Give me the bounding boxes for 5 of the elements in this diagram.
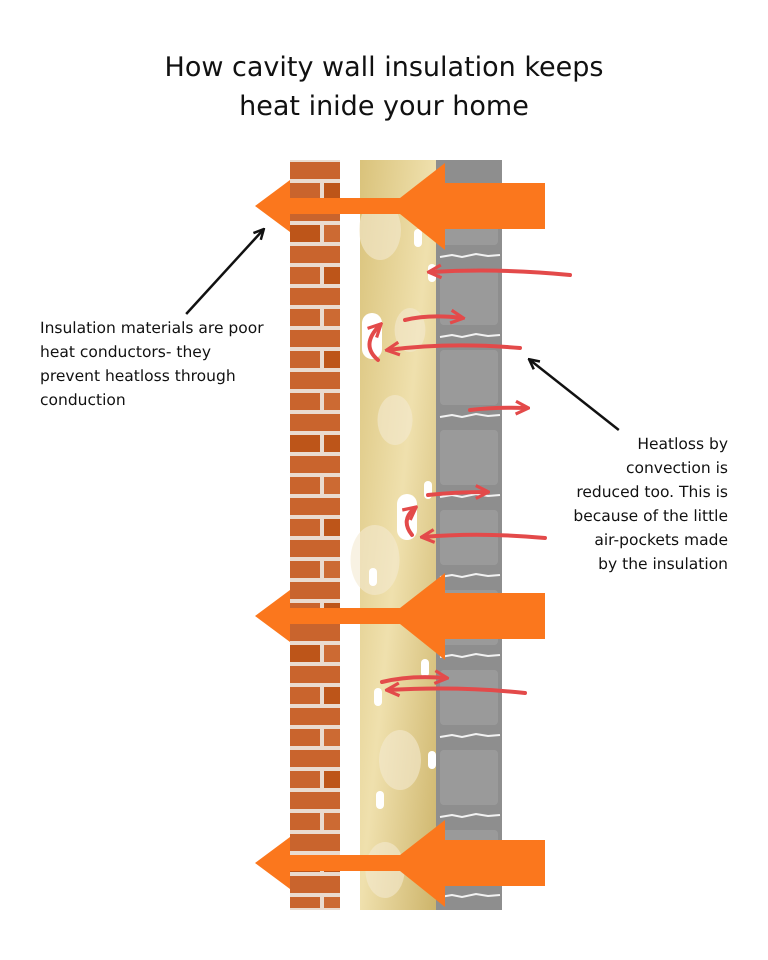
callout-text: Insulation materials are poor heat conductors- they prevent heatloss through conduction (40, 316, 272, 412)
leader-line (185, 228, 266, 315)
title: How cavity wall insulation keeps heat inide your home (164, 51, 604, 124)
leader-line (528, 358, 620, 431)
callout-text: Heatloss by convection is reduced too. This is because of the little air-pockets made by the insulation (572, 432, 728, 576)
